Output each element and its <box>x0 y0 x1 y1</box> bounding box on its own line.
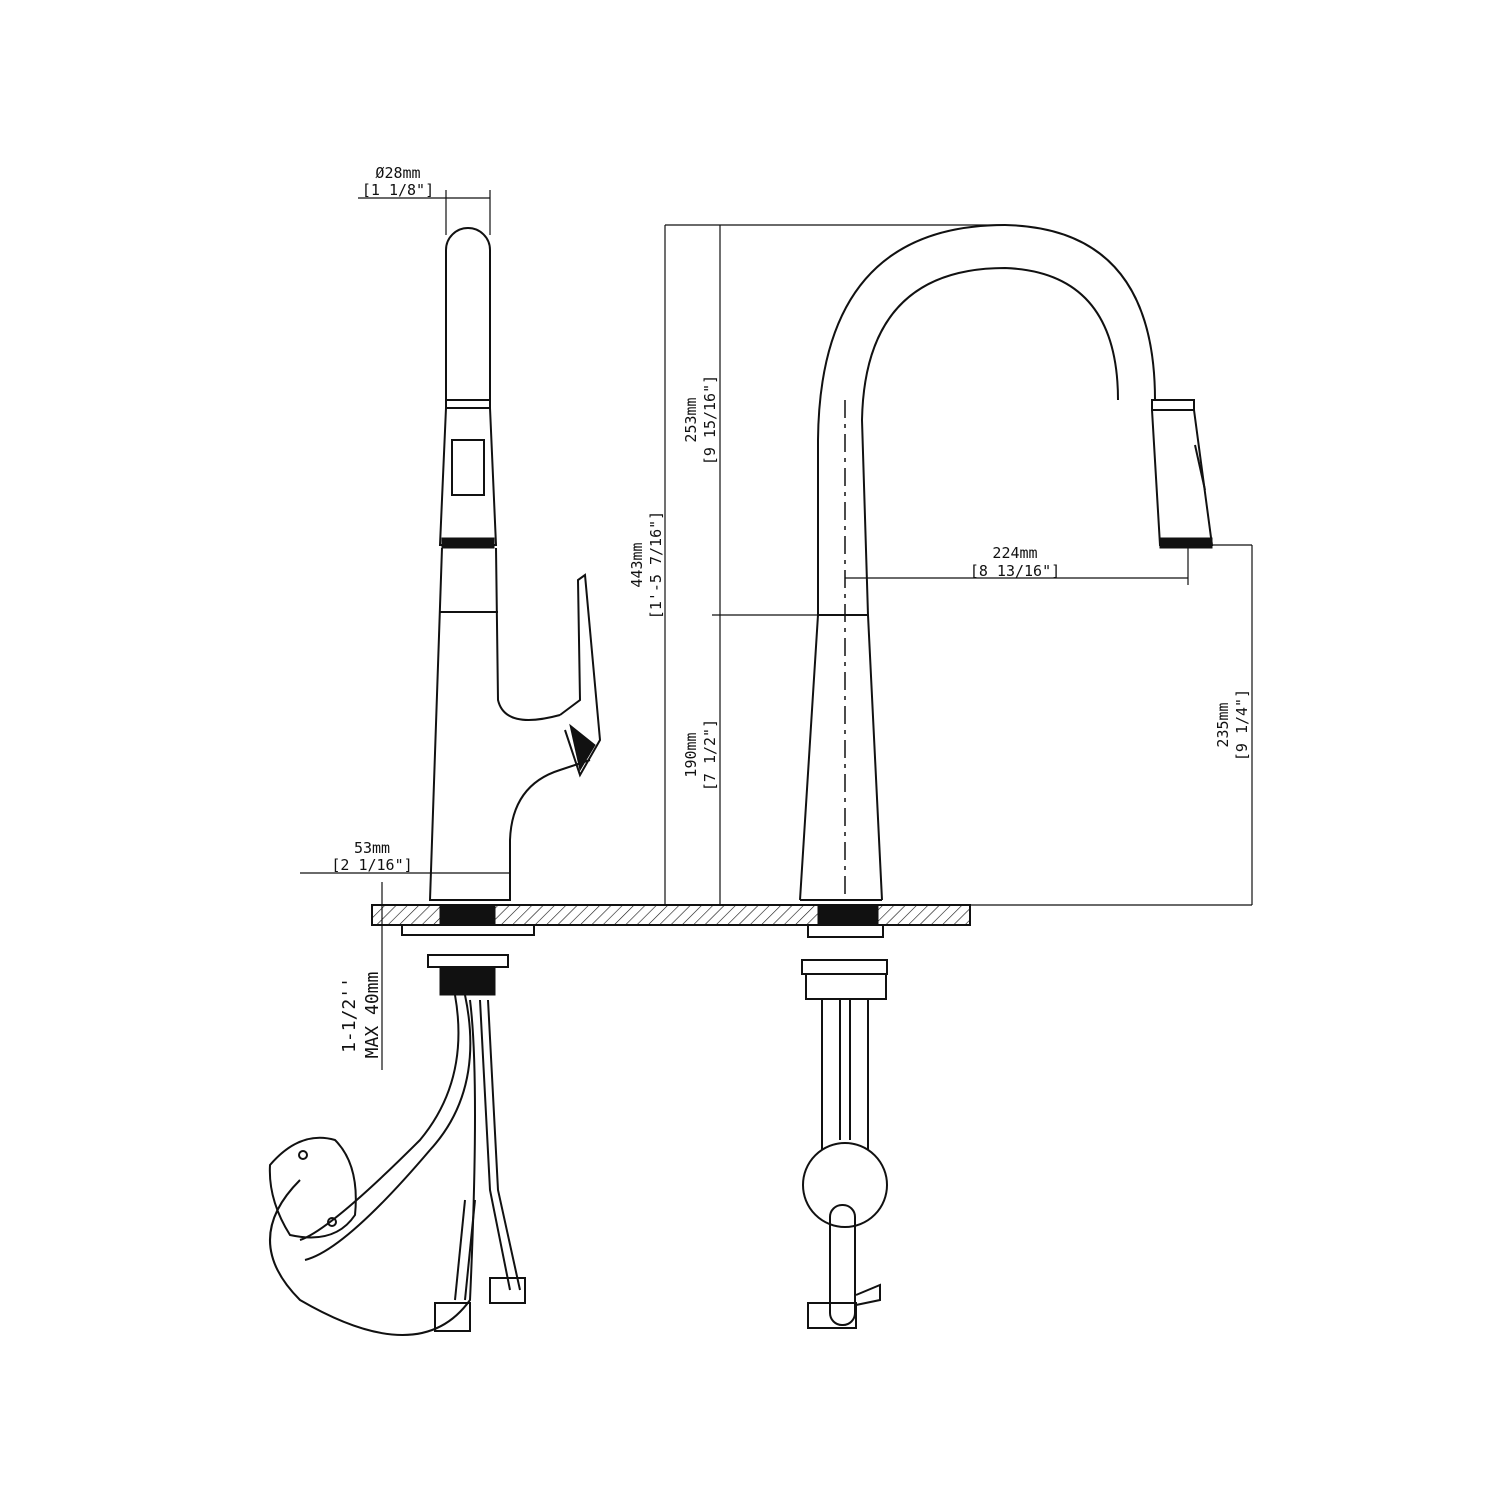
spout-height-mm: 253mm <box>682 397 700 442</box>
base-diameter-inch: [2 1/16"] <box>331 856 412 874</box>
deck-thickness-inch: 1-1/2'' <box>339 977 360 1053</box>
faucet-front-view <box>799 223 1214 1329</box>
spout-clearance-inch: [9 1/4"] <box>1233 689 1251 761</box>
spout-reach-inch: [8 13/16"] <box>970 562 1060 580</box>
dimension-labels: Ø28mm [1 1/8"] 253mm [9 15/16"] 443mm [1… <box>331 164 1251 1058</box>
spout-diameter-mm: Ø28mm <box>375 164 420 182</box>
spout-height-inch: [9 15/16"] <box>701 375 719 465</box>
deck-thickness-mm: MAX 40mm <box>362 972 383 1059</box>
base-diameter-mm: 53mm <box>354 839 390 857</box>
body-height-mm: 190mm <box>682 732 700 777</box>
total-height-mm: 443mm <box>628 542 646 587</box>
countertop <box>371 904 971 926</box>
spout-clearance-mm: 235mm <box>1214 702 1232 747</box>
spout-diameter-inch: [1 1/8"] <box>362 181 434 199</box>
dimension-lines <box>300 190 1253 1070</box>
total-height-inch: [1'-5 7/16"] <box>647 511 665 619</box>
faucet-side-view <box>268 227 602 1336</box>
body-height-inch: [7 1/2"] <box>701 719 719 791</box>
spout-reach-mm: 224mm <box>992 544 1037 562</box>
